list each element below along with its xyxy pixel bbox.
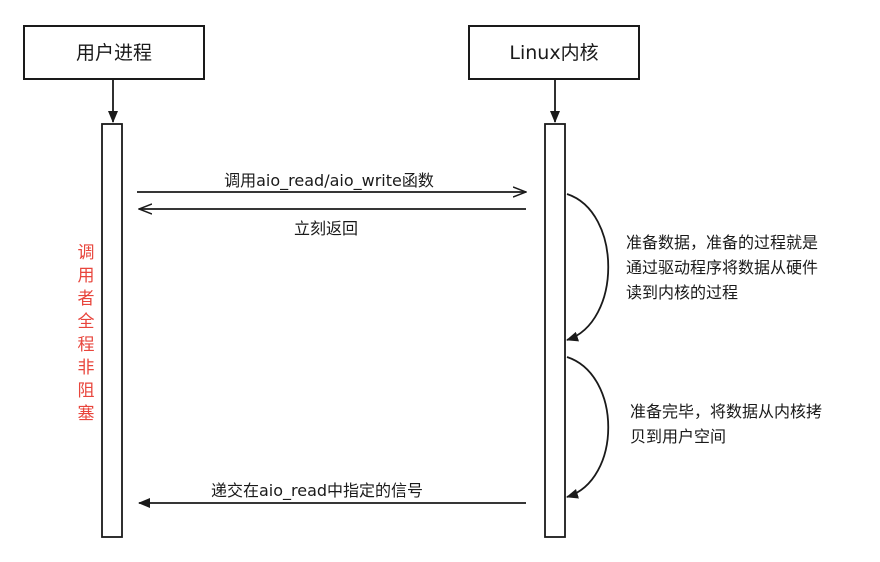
- participant-user-process: 用户进程: [23, 25, 205, 80]
- self-arc-copy: [566, 356, 609, 499]
- note-prepare-line: 通过驱动程序将数据从硬件: [626, 258, 818, 277]
- caller-note-char: 塞: [78, 404, 95, 424]
- note-copy-line: 贝到用户空间: [630, 427, 726, 446]
- caller-note-char: 全: [78, 312, 95, 332]
- message-label-signal: 递交在aio_read中指定的信号: [211, 481, 423, 501]
- caller-nonblocking-note: 调 用 者 全 程 非 阻 塞: [78, 243, 95, 424]
- participant-box-kernel: [468, 25, 640, 80]
- message-label-return: 立刻返回: [294, 219, 358, 238]
- self-arc-prepare: [566, 193, 610, 342]
- note-prepare-line: 准备数据，准备的过程就是: [626, 233, 818, 252]
- note-copy: 准备完毕，将数据从内核拷 贝到用户空间: [630, 402, 822, 446]
- participant-linux-kernel: Linux内核: [468, 25, 640, 80]
- caller-note-char: 程: [78, 335, 95, 355]
- message-label-call: 调用aio_read/aio_write函数: [224, 171, 434, 191]
- caller-note-char: 用: [78, 266, 95, 286]
- caller-note-char: 者: [78, 289, 95, 309]
- caller-note-char: 调: [78, 243, 95, 263]
- activation-bar-kernel: [544, 123, 566, 538]
- participant-box-user: [23, 25, 205, 80]
- note-prepare: 准备数据，准备的过程就是 通过驱动程序将数据从硬件 读到内核的过程: [626, 233, 818, 302]
- note-copy-line: 准备完毕，将数据从内核拷: [630, 402, 822, 421]
- activation-bar-user: [101, 123, 123, 538]
- caller-note-char: 非: [78, 358, 95, 378]
- note-prepare-line: 读到内核的过程: [626, 283, 738, 302]
- participant-label-user: 用户进程: [76, 42, 152, 64]
- participant-label-kernel: Linux内核: [509, 42, 598, 64]
- caller-note-char: 阻: [78, 381, 95, 401]
